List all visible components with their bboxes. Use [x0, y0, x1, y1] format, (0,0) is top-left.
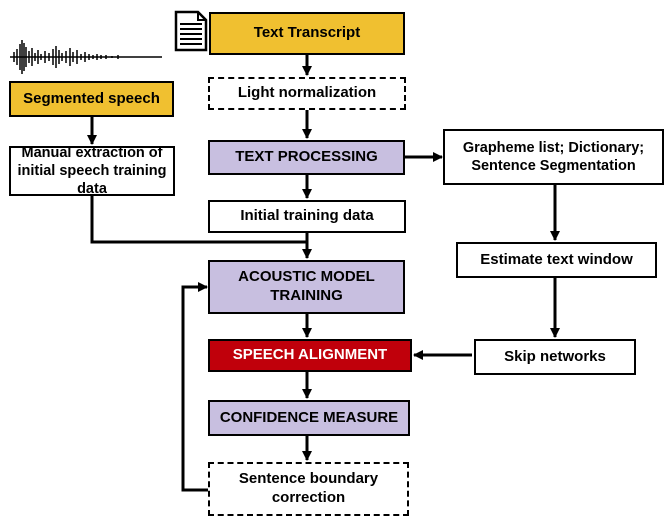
confidence-measure-label: CONFIDENCE MEASURE — [219, 408, 399, 426]
text-transcript-box: Text Transcript — [209, 12, 405, 55]
estimate-text-window-box: Estimate text window — [456, 242, 657, 278]
waveform-icon — [10, 40, 162, 74]
document-icon — [174, 10, 208, 52]
speech-alignment-label: SPEECH ALIGNMENT — [232, 346, 388, 364]
grapheme-list-box: Grapheme list; Dictionary; Sentence Segm… — [443, 129, 664, 185]
text-processing-label: TEXT PROCESSING — [235, 148, 378, 166]
speech-alignment-box: SPEECH ALIGNMENT — [208, 339, 412, 372]
skip-networks-box: Skip networks — [474, 339, 636, 375]
acoustic-model-training-box: ACOUSTIC MODEL TRAINING — [208, 260, 405, 314]
initial-training-data-label: Initial training data — [240, 207, 374, 225]
segmented-speech-label: Segmented speech — [23, 89, 160, 107]
initial-training-data-box: Initial training data — [208, 200, 406, 233]
segmented-speech-box: Segmented speech — [9, 81, 174, 117]
sentence-boundary-correction-box: Sentence boundary correction — [208, 462, 409, 516]
estimate-text-window-label: Estimate text window — [480, 250, 633, 268]
light-normalization-box: Light normalization — [208, 77, 406, 110]
acoustic-model-training-label: ACOUSTIC MODEL TRAINING — [238, 268, 375, 304]
text-transcript-label: Text Transcript — [253, 24, 361, 42]
sentence-boundary-correction-label: Sentence boundary correction — [238, 470, 379, 506]
light-normalization-label: Light normalization — [237, 84, 377, 102]
confidence-measure-box: CONFIDENCE MEASURE — [208, 400, 410, 436]
arrow-boundary-feedback-to-acoustic — [181, 282, 208, 492]
skip-networks-label: Skip networks — [504, 347, 606, 365]
manual-extraction-label: Manual extraction of initial speech trai… — [17, 144, 167, 198]
arrow-manual-to-acoustic — [90, 196, 307, 244]
grapheme-list-label: Grapheme list; Dictionary; Sentence Segm… — [462, 139, 645, 174]
manual-extraction-box: Manual extraction of initial speech trai… — [9, 144, 175, 198]
text-processing-box: TEXT PROCESSING — [208, 140, 405, 175]
